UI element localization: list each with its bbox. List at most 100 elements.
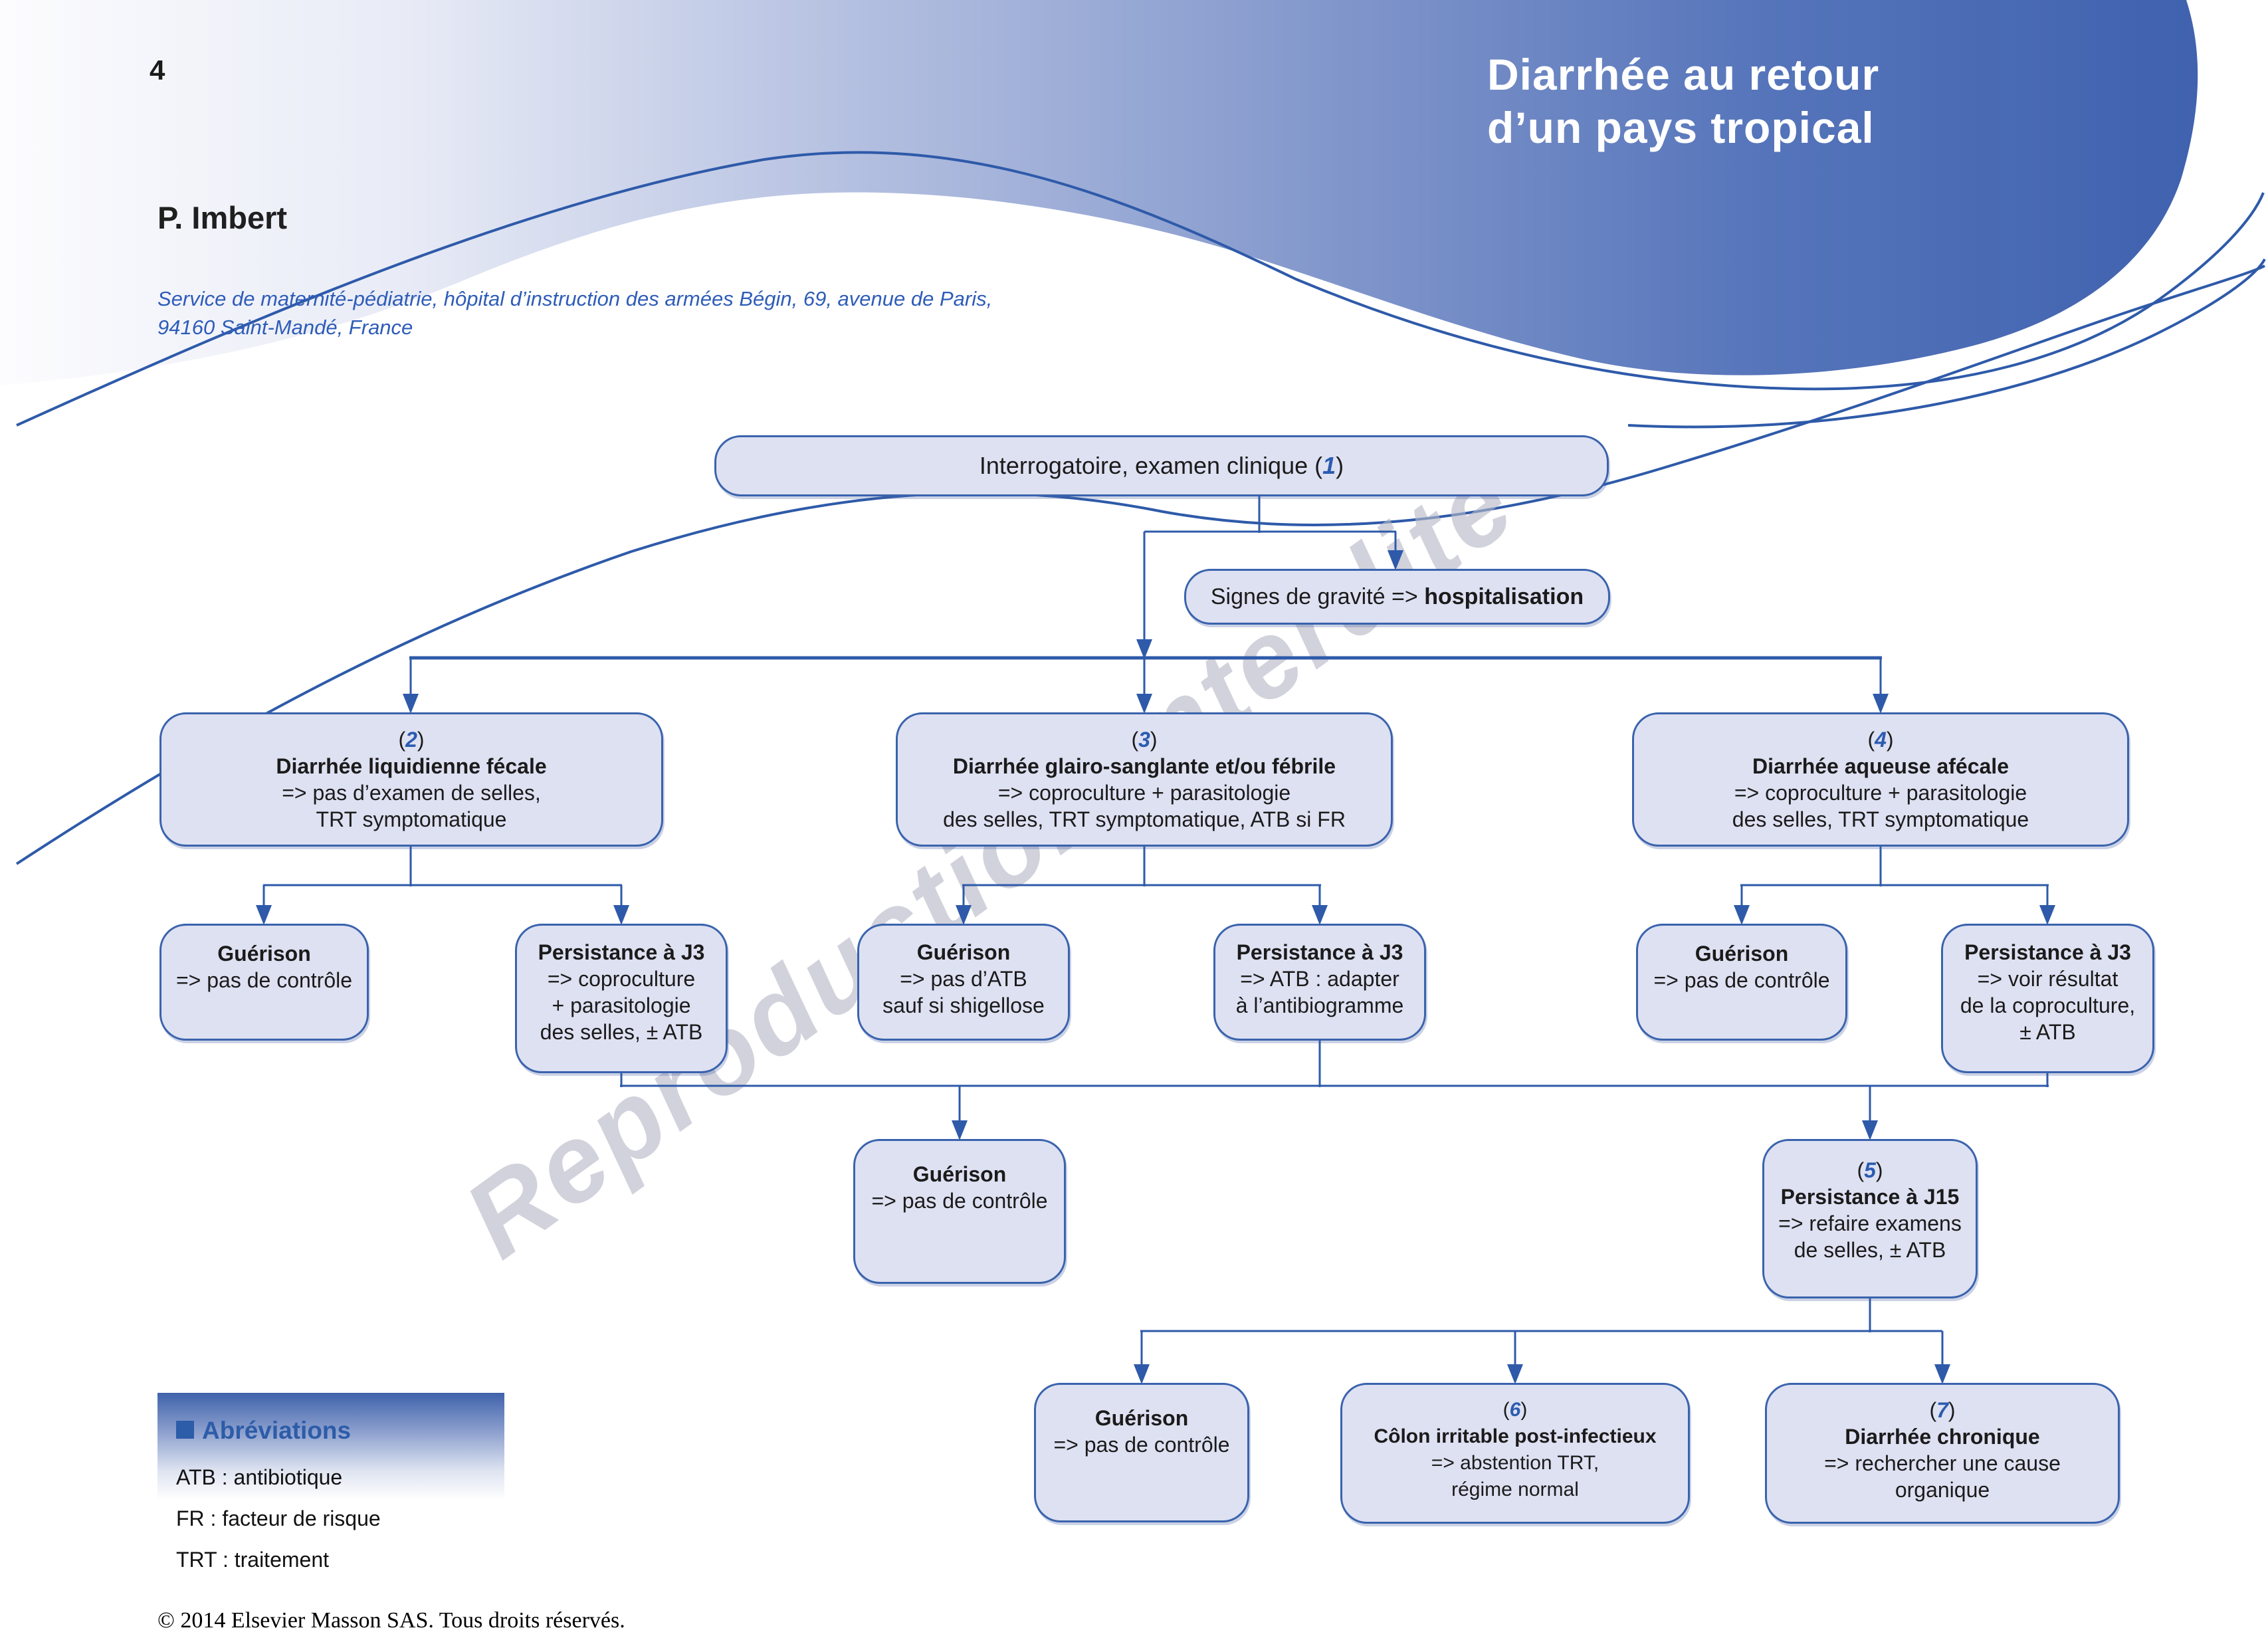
document-title-line2: d’un pays tropical — [1487, 103, 1875, 152]
flow-arrowhead-icon — [956, 905, 972, 925]
flow-node-text: de selles, ± ATB — [1794, 1238, 1946, 1262]
affiliation-line2: 94160 Saint-Mandé, France — [157, 316, 413, 339]
abbreviations-gradient — [157, 1393, 504, 1519]
flow-node-text: => pas de contrôle — [871, 1189, 1048, 1213]
header-swoosh-line-2 — [15, 264, 2265, 865]
flow-node-text: Persistance à J3 — [1964, 940, 2131, 964]
flow-node-diarrhee-glairo-sanglante: (3)Diarrhée glairo-sanglante et/ou fébri… — [896, 712, 1393, 847]
flow-node-text: Guérison — [1094, 1406, 1189, 1430]
flow-arrowhead-icon — [613, 905, 629, 925]
flow-node-text: TRT symptomatique — [316, 807, 507, 831]
flow-node-text: (5) — [1857, 1158, 1883, 1182]
header-wave-shape — [0, 0, 2198, 385]
flow-node-text: => pas de contrôle — [1653, 968, 1830, 992]
flow-arrowhead-icon — [1388, 550, 1403, 570]
flow-node-guerison-4: Guérison => pas de contrôle — [853, 1139, 1066, 1284]
document-title-line1: Diarrhée au retour — [1487, 50, 1880, 99]
flow-node-text: (2) — [398, 728, 425, 752]
affiliation-line1: Service de maternité-pédiatrie, hôpital … — [157, 287, 993, 310]
flow-node-text: => pas d’ATB — [900, 967, 1027, 991]
flow-node-text: => coproculture + parasitologie — [1734, 781, 2027, 805]
flow-node-colon-irritable: (6) Côlon irritable post-infectieux => abs… — [1340, 1383, 1690, 1524]
bullet-square-icon — [176, 1421, 194, 1439]
flow-node-text: Diarrhée aqueuse afécale — [1752, 754, 2009, 778]
flow-node-diarrhee-aqueuse: (4)Diarrhée aqueuse afécale => coprocultu… — [1632, 712, 2129, 847]
flow-node-text: organique — [1895, 1478, 1990, 1502]
flow-arrowhead-icon — [952, 1120, 968, 1140]
flow-node-text: (3) — [1131, 728, 1158, 752]
flow-node-text: + parasitologie — [552, 993, 691, 1017]
flow-arrowhead-icon — [1136, 694, 1152, 714]
flow-node-text: => pas de contrôle — [175, 968, 353, 992]
flow-node-persistance-j15: (5) Persistance à J15=> refaire examens de… — [1762, 1139, 1978, 1298]
document-title: Diarrhée au retour d’un pays tropical — [1487, 48, 1879, 154]
flow-node-text: des selles, TRT symptomatique, ATB si FR — [943, 807, 1346, 831]
flow-node-guerison-1: Guérison=> pas de contrôle — [159, 924, 369, 1041]
flow-node-signes-gravite: Signes de gravité => hospitalisation — [1184, 569, 1610, 625]
flow-node-text: Persistance à J3 — [538, 940, 705, 964]
flow-node-text: Guérison — [916, 940, 1011, 964]
author-name: P. Imbert — [157, 200, 288, 235]
flow-node-text: Interrogatoire, examen clinique (1) — [979, 452, 1344, 479]
flow-arrowhead-icon — [1862, 1120, 1878, 1140]
flow-node-text: Côlon irritable post-infectieux — [1374, 1425, 1657, 1447]
flow-arrowhead-icon — [1134, 1364, 1150, 1384]
flow-node-text: Diarrhée chronique — [1845, 1425, 2040, 1449]
flow-node-text: Persistance à J3 — [1236, 940, 1403, 964]
abbreviations-title: Abréviations — [157, 1393, 504, 1445]
abbreviations-panel: Abréviations ATB : antibiotique FR : fac… — [157, 1393, 504, 1580]
flow-node-text: Guérison — [1695, 942, 1789, 966]
flow-arrowhead-icon — [403, 694, 419, 714]
abbreviation-item: TRT : traitement — [176, 1548, 329, 1572]
flow-node-text: Guérison — [912, 1162, 1007, 1186]
flow-node-text: (4) — [1867, 728, 1894, 752]
abbreviations-list: ATB : antibiotique FR : facteur de risqu… — [157, 1445, 504, 1580]
flow-node-text: à l’antibiogramme — [1235, 993, 1404, 1017]
flow-arrowhead-icon — [256, 905, 272, 925]
flow-node-text: => ATB : adapter — [1240, 967, 1399, 991]
flow-node-text: ± ATB — [2019, 1020, 2076, 1044]
flow-node-text: => coproculture + parasitologie — [997, 781, 1291, 805]
flow-node-text: => rechercher une cause — [1824, 1451, 2061, 1475]
flow-node-text: Guérison — [217, 942, 311, 966]
flow-node-text: des selles, TRT symptomatique — [1732, 807, 2029, 831]
flow-node-interrogatoire: Interrogatoire, examen clinique (1) — [714, 435, 1609, 496]
flow-node-text: Persistance à J15 — [1780, 1185, 1960, 1209]
flow-arrowhead-icon — [2039, 905, 2055, 925]
flow-node-diarrhee-liquidienne: (2)Diarrhée liquidienne fécale=> pas d’e… — [159, 712, 663, 847]
flow-arrowhead-icon — [1873, 694, 1889, 714]
flow-node-text: sauf si shigellose — [882, 993, 1045, 1017]
flow-node-text: => abstention TRT, — [1431, 1452, 1599, 1474]
flow-node-text: => refaire examens — [1778, 1211, 1962, 1235]
flow-node-text: régime normal — [1451, 1479, 1579, 1500]
flow-node-persistance-j3-1: Persistance à J3 => coproculture+ parasit… — [515, 924, 728, 1073]
author-affiliation: Service de maternité-pédiatrie, hôpital … — [157, 284, 992, 342]
flow-node-text: => pas de contrôle — [1053, 1433, 1230, 1457]
flow-node-text: => pas d’examen de selles, — [282, 781, 541, 805]
abbreviation-item: FR : facteur de risque — [176, 1506, 381, 1530]
flow-node-guerison-5: Guérison => pas de contrôle — [1034, 1383, 1249, 1522]
header-swoosh-line-3 — [1627, 258, 2266, 429]
flow-arrowhead-icon — [1136, 639, 1152, 659]
abbreviations-title-label: Abréviations — [202, 1417, 352, 1444]
flow-arrowhead-icon — [1507, 1364, 1523, 1384]
flow-node-text: (7) — [1929, 1398, 1956, 1422]
flow-node-guerison-3: Guérison=> pas de contrôle — [1636, 924, 1847, 1041]
header-decoration — [0, 0, 2266, 865]
flow-arrowhead-icon — [1934, 1364, 1950, 1384]
flow-node-text: => voir résultat — [1977, 967, 2118, 991]
flow-arrowhead-icon — [1734, 905, 1750, 925]
flow-node-text: => coproculture — [547, 967, 696, 991]
abbreviation-item: ATB : antibiotique — [176, 1465, 343, 1489]
page-number: 4 — [150, 54, 165, 86]
copyright-line: © 2014 Elsevier Masson SAS. Tous droits … — [157, 1608, 625, 1633]
flow-node-text: de la coproculture, — [1960, 993, 2136, 1017]
flow-node-text: des selles, ± ATB — [540, 1020, 703, 1044]
flow-node-text: (6) — [1502, 1399, 1528, 1421]
flow-arrowhead-icon — [1312, 905, 1328, 925]
